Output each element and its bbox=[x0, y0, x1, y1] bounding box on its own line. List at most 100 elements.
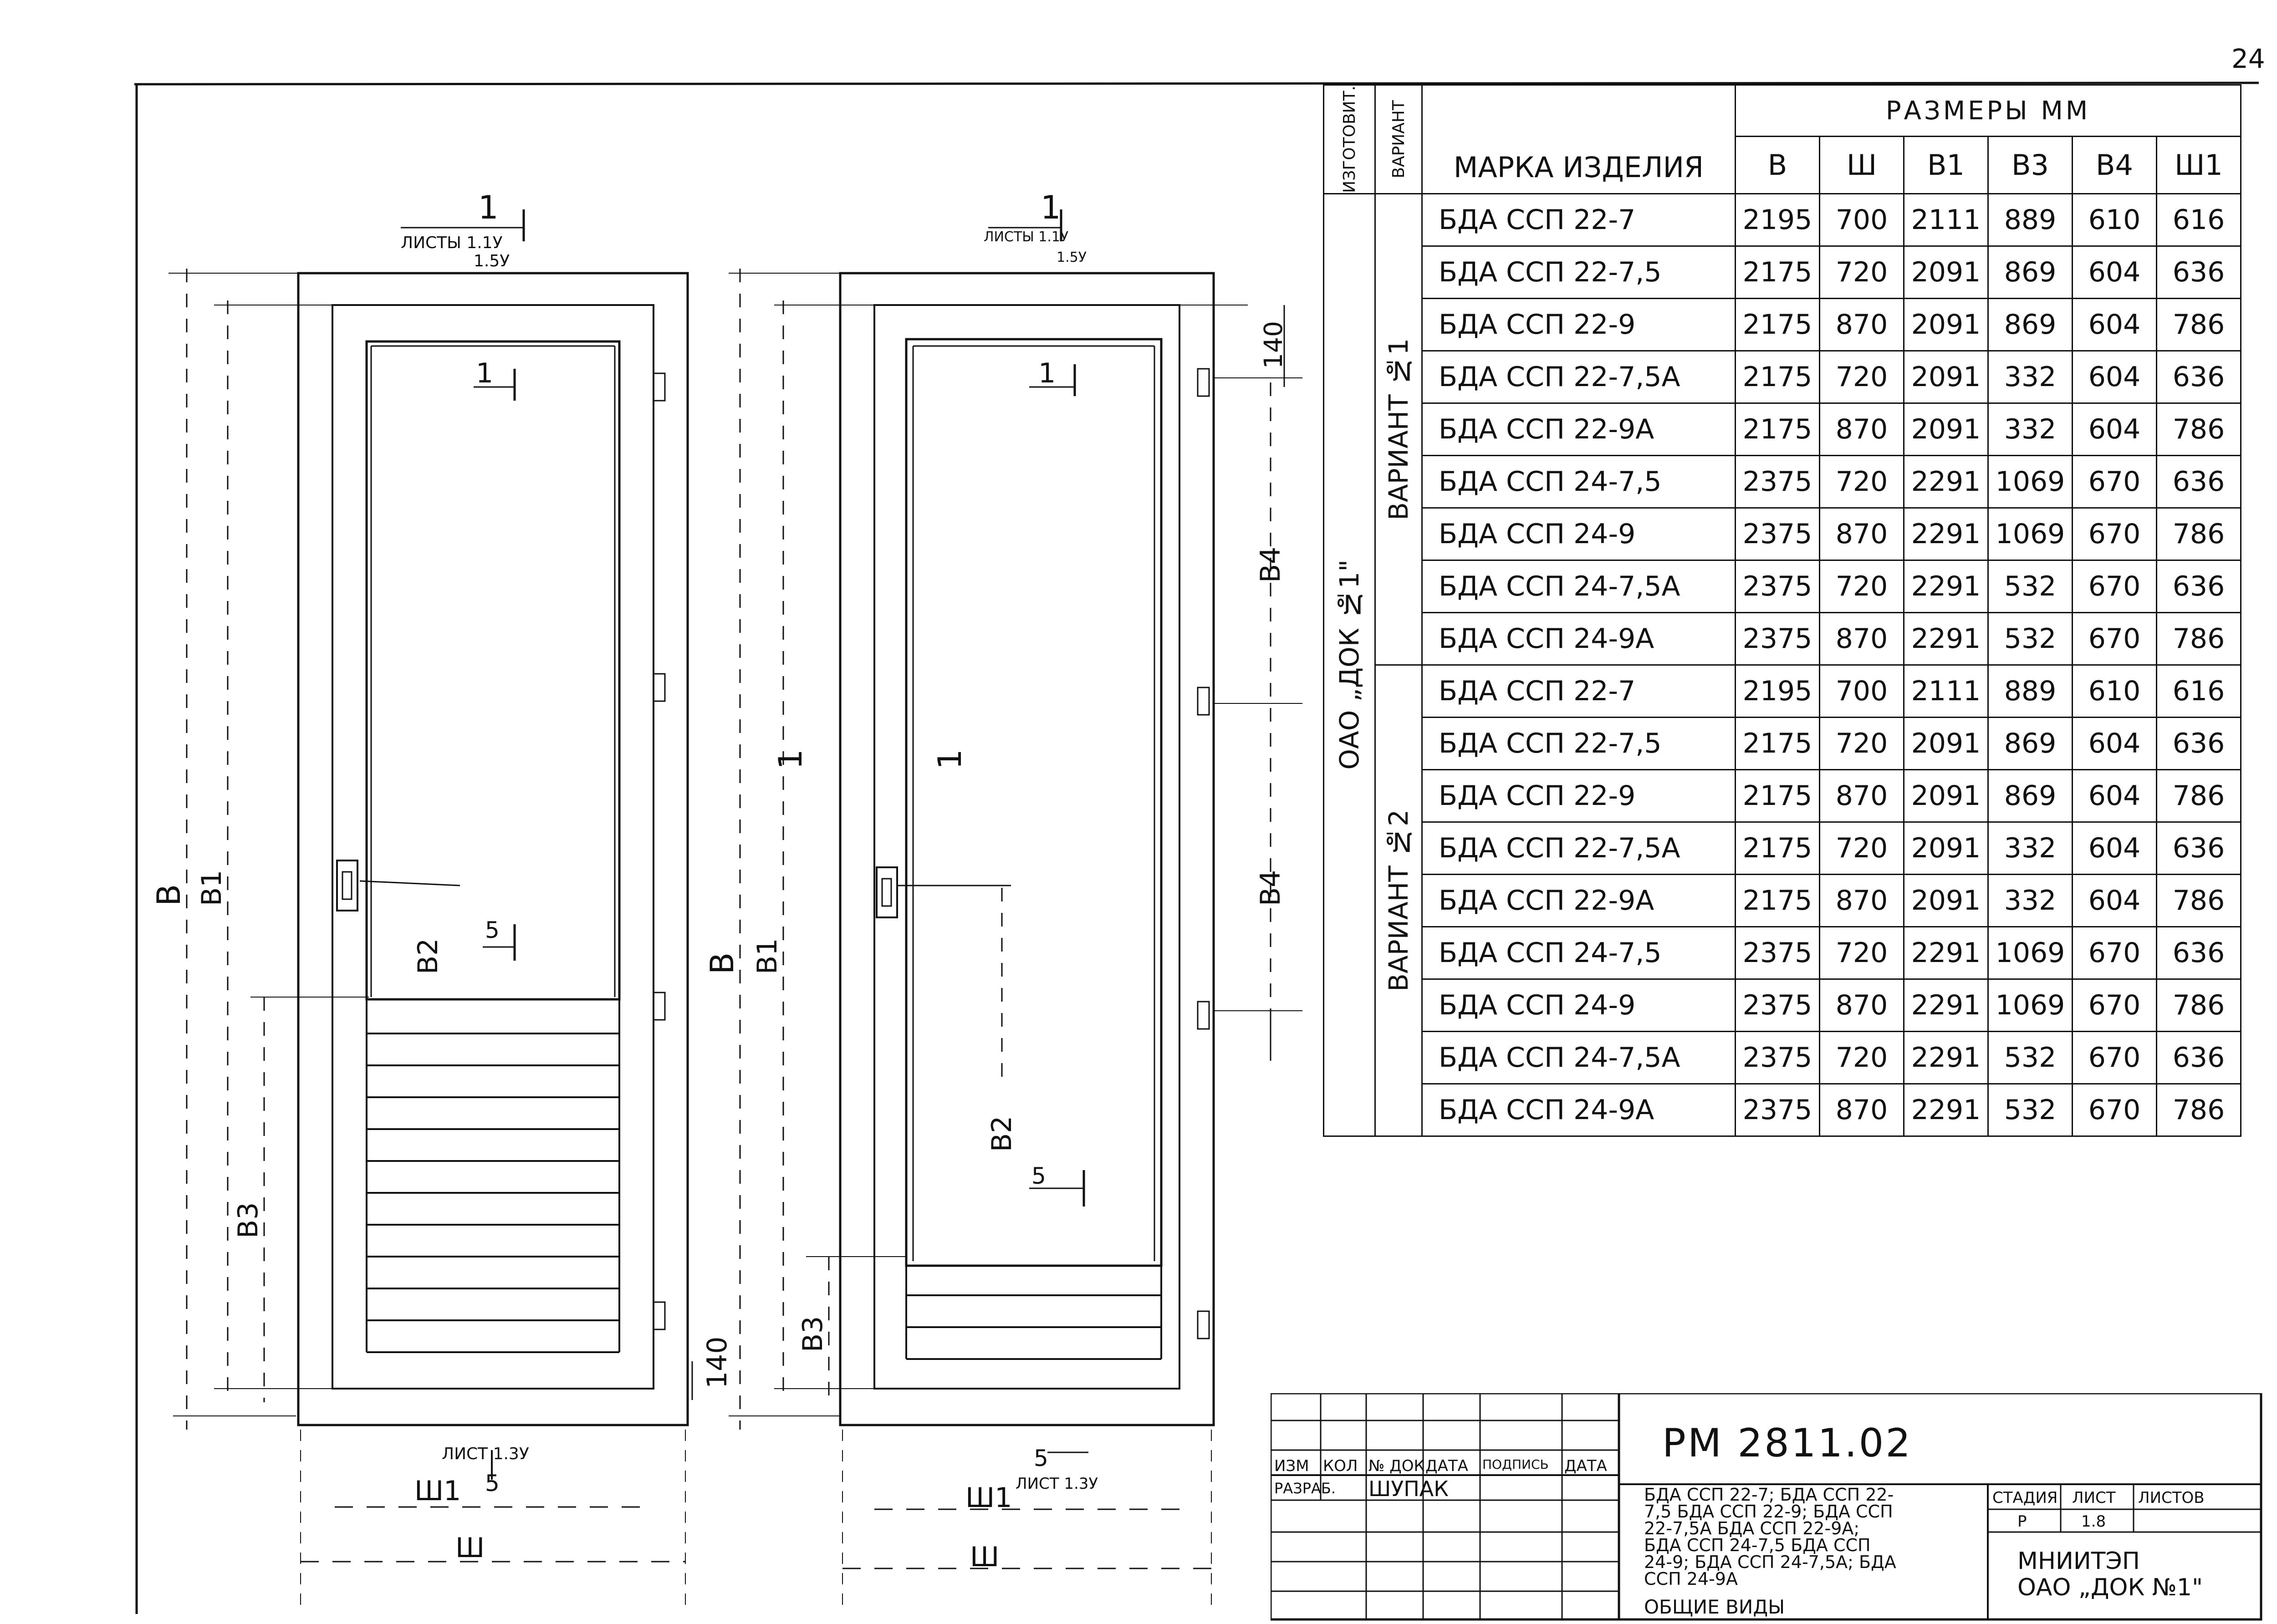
page-number: 24 bbox=[2231, 43, 2265, 74]
row-w1: 636 bbox=[2156, 350, 2241, 404]
table-row: БДА ССП 24-9 2375 870 2291 1069 670 786 bbox=[1324, 507, 2241, 561]
right-label-140: 140 bbox=[1259, 321, 1288, 369]
left-label-b1: В1 bbox=[196, 870, 228, 906]
right-door-elevation bbox=[729, 209, 1302, 1614]
row-mark: БДА ССП 24-9А bbox=[1421, 1083, 1736, 1137]
title-block-grid bbox=[1271, 1393, 2262, 1621]
row-b1: 2091 bbox=[1903, 350, 1989, 404]
table-row: БДА ССП 22-7,5А 2175 720 2091 332 604 63… bbox=[1324, 821, 2241, 875]
stamp-sheet-head: ЛИСТ bbox=[2072, 1489, 2116, 1507]
row-b1: 2291 bbox=[1903, 559, 1989, 613]
row-w1: 786 bbox=[2156, 1083, 2241, 1137]
row-b: 2175 bbox=[1735, 297, 1820, 351]
row-b4: 670 bbox=[2072, 611, 2157, 666]
variant2-cell: ВАРИАНТ №2 bbox=[1374, 664, 1423, 1137]
row-w: 720 bbox=[1819, 716, 1904, 770]
row-b: 2175 bbox=[1735, 716, 1820, 770]
variant1-cell: ВАРИАНТ №1 bbox=[1374, 193, 1423, 666]
row-w1: 636 bbox=[2156, 559, 2241, 613]
row-b: 2175 bbox=[1735, 769, 1820, 823]
left-label-w1: Ш1 bbox=[414, 1475, 461, 1507]
row-w: 870 bbox=[1819, 769, 1904, 823]
row-w1: 636 bbox=[2156, 821, 2241, 875]
row-b4: 604 bbox=[2072, 350, 2157, 404]
table-row: ОАО „ДОК №1" ВАРИАНТ №1 БДА ССП 22-7 219… bbox=[1323, 193, 2241, 1137]
stamp-code: РМ 2811.02 bbox=[1662, 1420, 1913, 1466]
sheet-frame bbox=[134, 81, 2259, 1614]
row-w: 720 bbox=[1819, 454, 1904, 509]
left-section-mark-top: 1 bbox=[478, 189, 499, 226]
table-row: БДА ССП 22-9А 2175 870 2091 332 604 786 bbox=[1324, 873, 2241, 927]
right-label-b4b: В4 bbox=[1255, 870, 1287, 906]
row-mark: БДА ССП 22-7,5 bbox=[1421, 716, 1736, 770]
row-b1: 2091 bbox=[1903, 873, 1989, 927]
row-w1: 786 bbox=[2156, 507, 2241, 561]
row-b4: 604 bbox=[2072, 716, 2157, 770]
row-b4: 604 bbox=[2072, 245, 2157, 299]
right-door-louvres bbox=[905, 1266, 1162, 1360]
row-w1: 786 bbox=[2156, 611, 2241, 666]
dim-col-b: В bbox=[1735, 136, 1820, 194]
row-b: 2375 bbox=[1735, 559, 1820, 613]
row-b: 2175 bbox=[1735, 350, 1820, 404]
row-b: 2375 bbox=[1735, 1030, 1820, 1084]
row-w1: 616 bbox=[2156, 664, 2241, 718]
maker-header-text: ИЗГОТОВИТ. bbox=[1340, 86, 1359, 193]
right-section-mark-bottom: 5 bbox=[1034, 1445, 1048, 1471]
row-w: 870 bbox=[1819, 402, 1904, 456]
row-b4: 604 bbox=[2072, 821, 2157, 875]
row-mark: БДА ССП 22-7 bbox=[1421, 193, 1736, 247]
row-w: 720 bbox=[1819, 926, 1904, 980]
maker-cell: ОАО „ДОК №1" bbox=[1323, 193, 1376, 1137]
left-door-louvres bbox=[367, 1033, 619, 1353]
row-b1: 2291 bbox=[1903, 454, 1989, 509]
dims-subheader-row: В Ш В1 В3 В4 Ш1 bbox=[1324, 136, 2241, 194]
row-mark: БДА ССП 24-7,5 bbox=[1421, 926, 1736, 980]
row-b: 2195 bbox=[1735, 193, 1820, 247]
row-b1: 2091 bbox=[1903, 245, 1989, 299]
table-row: БДА ССП 24-9 2375 870 2291 1069 670 786 bbox=[1324, 978, 2241, 1032]
dim-col-w1: Ш1 bbox=[2156, 136, 2241, 194]
row-b1: 2291 bbox=[1903, 978, 1989, 1032]
table-row: БДА ССП 24-9А 2375 870 2291 532 670 786 bbox=[1324, 611, 2241, 666]
row-b3: 332 bbox=[1987, 821, 2073, 875]
spec-table: ИЗГОТОВИТ. ВАРИАНТ МАРКА ИЗДЕЛИЯ РАЗМЕРЫ… bbox=[1323, 84, 2241, 1137]
right-label-b2: В2 bbox=[986, 1116, 1018, 1152]
table-row: БДА ССП 24-9А 2375 870 2291 532 670 786 bbox=[1324, 1083, 2241, 1137]
row-b: 2375 bbox=[1735, 454, 1820, 509]
row-b: 2175 bbox=[1735, 402, 1820, 456]
table-row: ВАРИАНТ №2 БДА ССП 22-7 2195 700 2111 88… bbox=[1324, 664, 2241, 1137]
right-label-b3: В3 bbox=[797, 1316, 829, 1352]
row-w: 720 bbox=[1819, 245, 1904, 299]
table-row: БДА ССП 22-7,5 2175 720 2091 869 604 636 bbox=[1324, 245, 2241, 299]
row-w1: 786 bbox=[2156, 978, 2241, 1032]
variant-header-text: ВАРИАНТ bbox=[1389, 100, 1408, 178]
row-b1: 2291 bbox=[1903, 507, 1989, 561]
row-b4: 610 bbox=[2072, 664, 2157, 718]
stamp-description: БДА ССП 22-7; БДА ССП 22-7,5 БДА ССП 22-… bbox=[1644, 1485, 1896, 1589]
row-b3: 332 bbox=[1987, 873, 2073, 927]
row-w: 870 bbox=[1819, 611, 1904, 666]
row-mark: БДА ССП 22-9А bbox=[1421, 873, 1736, 927]
table-row: БДА ССП 24-7,5 2375 720 2291 1069 670 63… bbox=[1324, 454, 2241, 509]
left-section-ref-top: ЛИСТЫ 1.1У bbox=[401, 234, 503, 252]
row-b4: 604 bbox=[2072, 769, 2157, 823]
row-b1: 2091 bbox=[1903, 821, 1989, 875]
row-mark: БДА ССП 24-7,5А bbox=[1421, 559, 1736, 613]
row-b1: 2111 bbox=[1903, 193, 1989, 247]
row-b3: 1069 bbox=[1987, 926, 2073, 980]
row-b3: 532 bbox=[1987, 1030, 2073, 1084]
row-b1: 2291 bbox=[1903, 1030, 1989, 1084]
row-w: 870 bbox=[1819, 507, 1904, 561]
row-mark: БДА ССП 22-7,5 bbox=[1421, 245, 1736, 299]
row-b4: 670 bbox=[2072, 507, 2157, 561]
row-b4: 670 bbox=[2072, 559, 2157, 613]
row-w1: 636 bbox=[2156, 716, 2241, 770]
row-b: 2375 bbox=[1735, 507, 1820, 561]
row-b1: 2111 bbox=[1903, 664, 1989, 718]
stamp-title: ОБЩИЕ ВИДЫ bbox=[1644, 1596, 1785, 1618]
title-block: ИЗМ КОЛ № ДОК ДАТА ПОДПИСЬ ДАТА РАЗРАБ. … bbox=[1271, 1393, 2263, 1621]
right-door-labels: 1 ЛИСТЫ 1.1У 1.5У 1 1 5 В В1 В3 В2 В4 В4… bbox=[704, 189, 1288, 1573]
left-door-elevation bbox=[168, 209, 693, 1614]
dim-col-b1: В1 bbox=[1903, 136, 1989, 194]
